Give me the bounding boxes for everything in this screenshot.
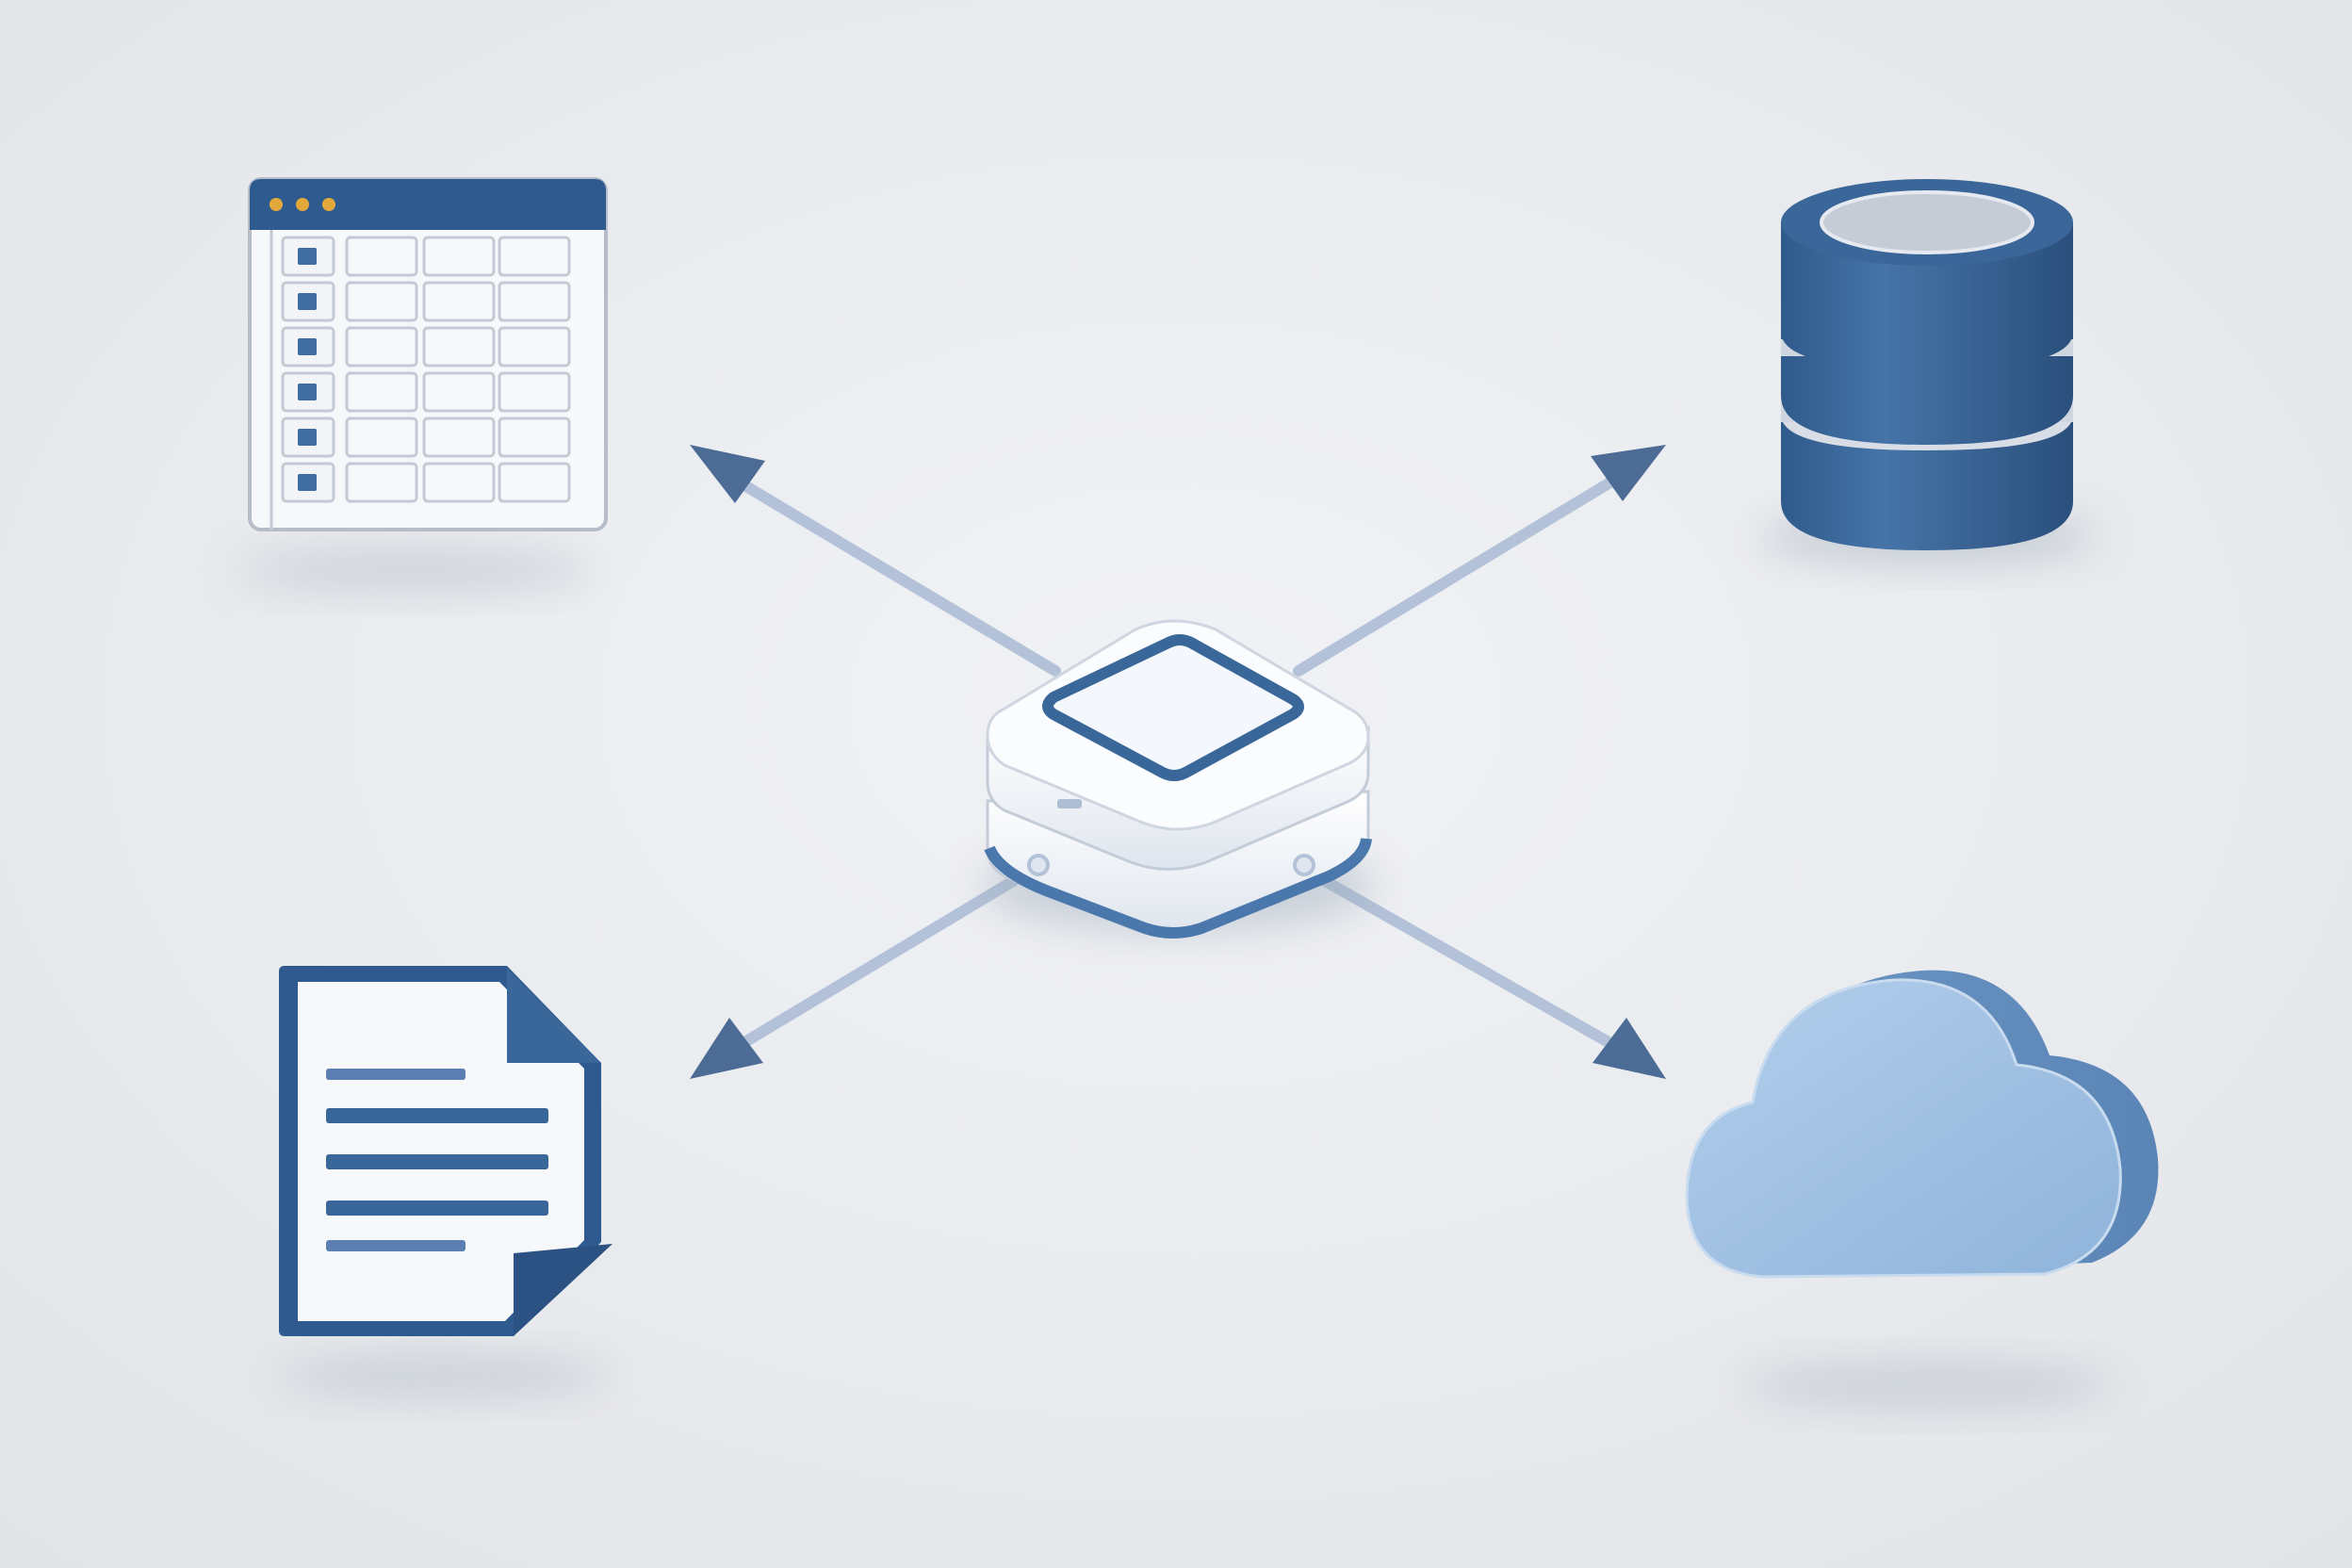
hub-device-icon: [980, 619, 1376, 939]
database-icon: [1757, 179, 2097, 564]
table-cell: [498, 371, 571, 413]
table-cell: [422, 326, 496, 368]
row-checkbox-icon: [298, 384, 317, 400]
table-cell: [422, 462, 496, 503]
table-cell: [498, 416, 571, 458]
document-line: [326, 1240, 466, 1251]
arrow-to-database: [1293, 445, 1666, 677]
document-line: [326, 1069, 466, 1080]
hub-connector: [1293, 854, 1315, 876]
hub-port: [1057, 799, 1082, 808]
row-checkbox-icon: [298, 293, 317, 310]
document-icon: [273, 966, 612, 1398]
arrows-group: [690, 445, 1666, 1079]
arrowhead-icon: [690, 1018, 763, 1079]
row-checkbox-icon: [298, 474, 317, 491]
arrowhead-icon: [690, 445, 765, 503]
arrowhead-icon: [1592, 1018, 1666, 1079]
arrow-to-spreadsheet: [690, 445, 1061, 677]
table-cell: [498, 326, 571, 368]
row-checkbox-icon: [298, 429, 317, 446]
table-grid: [270, 230, 571, 530]
row-checkbox-icon: [298, 248, 317, 265]
row-checkbox-icon: [298, 338, 317, 355]
table-cell: [345, 371, 418, 413]
table-cell: [422, 371, 496, 413]
table-cell: [345, 326, 418, 368]
table-cell: [345, 236, 418, 277]
spreadsheet-icon: [236, 177, 608, 593]
document-line: [326, 1200, 548, 1216]
hub-connector: [1027, 854, 1050, 876]
table-cell: [422, 236, 496, 277]
arrowhead-icon: [1591, 445, 1666, 501]
table-cell: [422, 281, 496, 322]
document-line: [326, 1154, 548, 1169]
table-cell: [498, 462, 571, 503]
table-cell: [345, 281, 418, 322]
table-cell: [498, 281, 571, 322]
window-dot: [322, 198, 335, 211]
document-line: [326, 1108, 548, 1123]
window-dot: [270, 198, 283, 211]
cloud-icon: [1685, 970, 2159, 1410]
table-cell: [422, 416, 496, 458]
table-cell: [345, 416, 418, 458]
window-dot: [296, 198, 309, 211]
table-cell: [498, 236, 571, 277]
table-cell: [345, 462, 418, 503]
